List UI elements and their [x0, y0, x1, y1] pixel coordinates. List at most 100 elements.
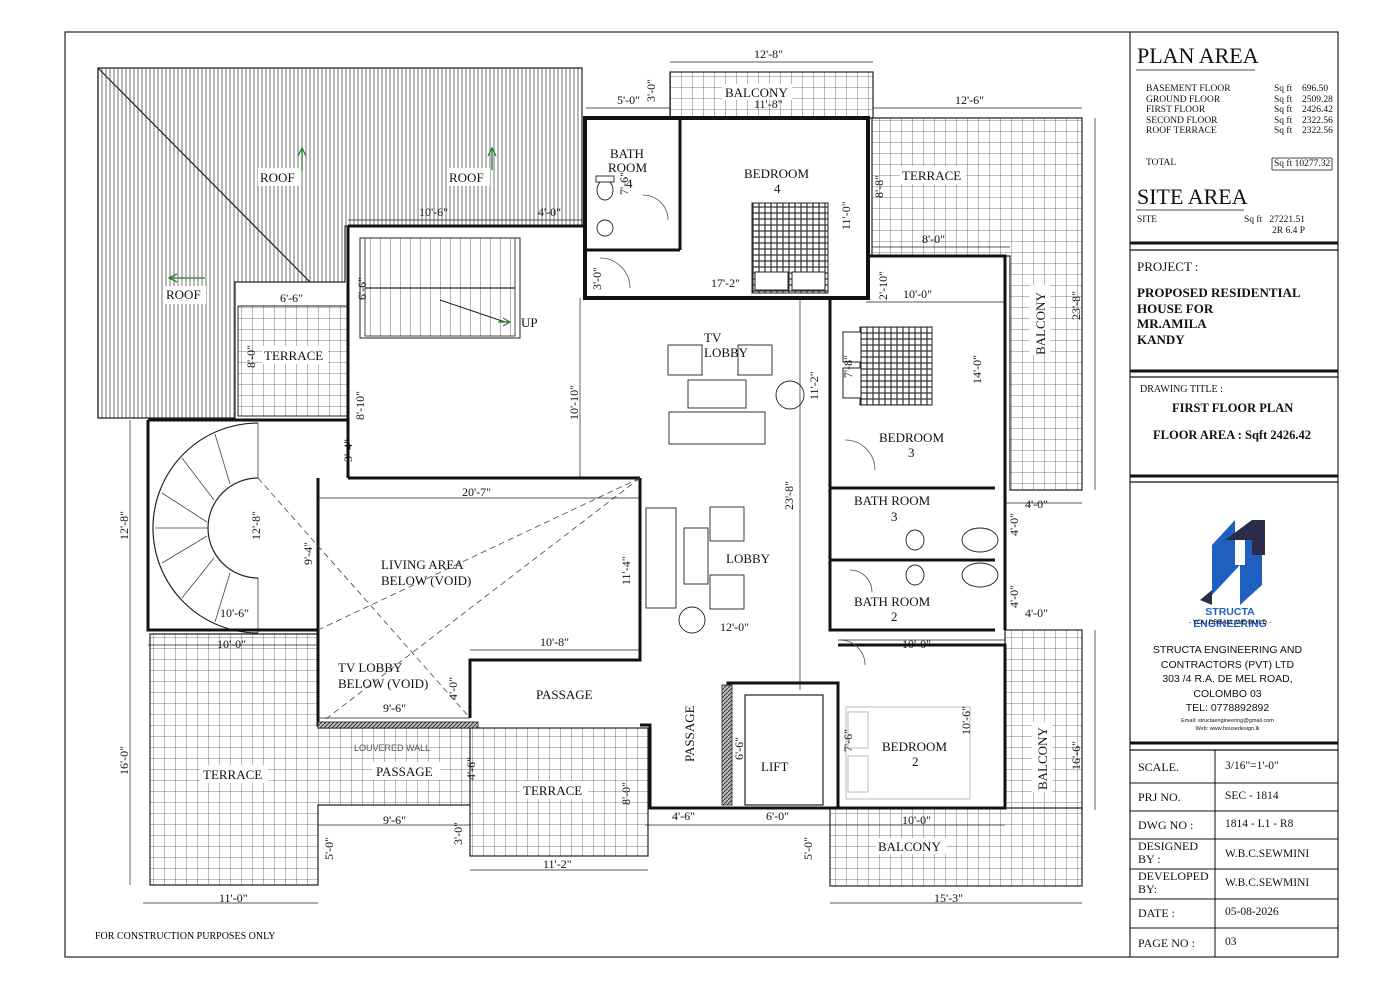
- svg-text:4'-0": 4'-0": [1025, 606, 1048, 620]
- louvered-wall: [317, 721, 479, 729]
- svg-text:2: 2: [912, 754, 919, 769]
- svg-text:UP: UP: [521, 315, 538, 330]
- svg-text:5'-0": 5'-0": [801, 837, 815, 860]
- beds: [751, 202, 971, 800]
- company-email: Email: structaengineering@gmail.com: [1181, 718, 1274, 724]
- svg-text:4'-6": 4'-6": [672, 809, 695, 823]
- svg-text:6'-6": 6'-6": [280, 291, 303, 305]
- balcony-bottom: BALCONY: [829, 807, 1083, 887]
- balcony-right-bottom: BALCONY: [1004, 629, 1083, 811]
- svg-text:11'-2": 11'-2": [807, 371, 821, 400]
- svg-text:TERRACE: TERRACE: [902, 168, 961, 183]
- svg-text:5'-0": 5'-0": [617, 93, 640, 107]
- staircase: UP: [359, 237, 538, 339]
- svg-text:4'-0": 4'-0": [1007, 513, 1021, 536]
- svg-text:12'-8": 12'-8": [117, 511, 131, 540]
- svg-text:12'-0": 12'-0": [720, 620, 749, 634]
- info-developed-value: W.B.C.SEWMINI: [1225, 877, 1310, 889]
- terrace-bottom-left: TERRACE PASSAGE: [149, 633, 481, 886]
- svg-text:10'-0": 10'-0": [902, 637, 931, 651]
- svg-text:16'-0": 16'-0": [117, 746, 131, 775]
- svg-text:11'-0": 11'-0": [839, 201, 853, 230]
- svg-text:17'-2": 17'-2": [711, 276, 740, 290]
- svg-text:BELOW (VOID): BELOW (VOID): [338, 676, 428, 691]
- svg-text:12'-6": 12'-6": [955, 93, 984, 107]
- company-web: Web: www.housedesign.lk: [1195, 726, 1260, 732]
- svg-text:2'-10": 2'-10": [876, 271, 890, 300]
- svg-text:TERRACE: TERRACE: [523, 783, 582, 798]
- svg-text:BATH ROOM: BATH ROOM: [854, 594, 931, 609]
- svg-text:BEDROOM: BEDROOM: [879, 430, 944, 445]
- construction-note: FOR CONSTRUCTION PURPOSES ONLY: [95, 931, 275, 942]
- dimension-lines: [129, 61, 1096, 904]
- svg-text:PASSAGE: PASSAGE: [536, 687, 593, 702]
- svg-text:4'-0": 4'-0": [446, 677, 460, 700]
- svg-text:10'-6": 10'-6": [959, 706, 973, 735]
- svg-text:3: 3: [908, 445, 915, 460]
- svg-text:BEDROOM: BEDROOM: [882, 739, 947, 754]
- svg-text:LOBBY: LOBBY: [726, 551, 771, 566]
- site-value: Sq ft 27221.51: [1244, 215, 1305, 225]
- svg-text:16'-6": 16'-6": [1069, 741, 1083, 770]
- svg-text:4: 4: [626, 176, 633, 191]
- svg-text:14'-0": 14'-0": [970, 355, 984, 384]
- project-name: PROPOSED RESIDENTIAL HOUSE FOR MR.AMILA …: [1137, 285, 1301, 347]
- svg-text:8'-0": 8'-0": [244, 345, 258, 368]
- svg-text:LOBBY: LOBBY: [704, 345, 749, 360]
- svg-text:TERRACE: TERRACE: [203, 767, 262, 782]
- furniture: [645, 344, 805, 634]
- roof-area: ROOF ROOF ROOF: [97, 67, 583, 419]
- svg-text:2: 2: [891, 609, 898, 624]
- roof-label: ROOF: [166, 287, 201, 302]
- spiral-staircase: [152, 422, 259, 634]
- svg-text:9'-4": 9'-4": [301, 542, 315, 565]
- dimension-texts: 12'-8" 3'-0" 5'-0" 11'-8" 12'-6" 7'-6" 8…: [117, 47, 1083, 905]
- svg-text:BALCONY: BALCONY: [725, 85, 788, 100]
- svg-text:BATH ROOM: BATH ROOM: [854, 493, 931, 508]
- svg-text:10'-6": 10'-6": [220, 606, 249, 620]
- svg-text:3: 3: [891, 509, 898, 524]
- total-value: Sq ft 10277.32: [1274, 159, 1331, 169]
- sheet-border: [64, 31, 1339, 958]
- lift-shaft: LIFT: [721, 684, 824, 806]
- svg-text:9'-6": 9'-6": [383, 701, 406, 715]
- info-date-label: DATE :: [1138, 906, 1175, 920]
- svg-text:TERRACE: TERRACE: [264, 348, 323, 363]
- void-lines: [257, 477, 641, 726]
- info-scale-value: 3/16"=1'-0": [1225, 760, 1279, 772]
- info-dwg-label: DWG NO :: [1138, 818, 1194, 832]
- svg-text:7'-8": 7'-8": [841, 355, 855, 378]
- svg-text:4'-6": 4'-6": [464, 757, 478, 780]
- info-date-value: 05-08-2026: [1225, 906, 1279, 918]
- svg-text:4'-0": 4'-0": [538, 205, 561, 219]
- svg-text:3'-4": 3'-4": [341, 439, 355, 462]
- site-label: SITE: [1137, 215, 1158, 225]
- info-designed-label: DESIGNED BY :: [1138, 839, 1198, 866]
- svg-text:23'-8": 23'-8": [782, 481, 796, 510]
- info-page-value: 03: [1225, 936, 1237, 948]
- svg-text:10'-6": 10'-6": [419, 205, 448, 219]
- room-labels: BATH ROOM 4 BEDROOM 4 TV LOBBY BEDROOM 3…: [338, 146, 947, 769]
- svg-text:ROOM: ROOM: [608, 160, 647, 175]
- svg-text:9'-6": 9'-6": [383, 813, 406, 827]
- svg-text:BATH: BATH: [610, 146, 644, 161]
- svg-text:11'-2": 11'-2": [543, 857, 572, 871]
- svg-text:LIVING AREA: LIVING AREA: [381, 557, 464, 572]
- svg-text:6'-6": 6'-6": [355, 277, 369, 300]
- svg-text:LIFT: LIFT: [761, 759, 789, 774]
- info-designed-value: W.B.C.SEWMINI: [1225, 848, 1310, 860]
- site-area-title: SITE AREA: [1137, 184, 1248, 209]
- svg-text:3'-0": 3'-0": [451, 822, 465, 845]
- roof-label: ROOF: [449, 170, 484, 185]
- svg-text:10'-0": 10'-0": [903, 287, 932, 301]
- svg-text:6'-6": 6'-6": [732, 737, 746, 760]
- balcony-top: BALCONY: [669, 71, 874, 119]
- svg-text:BALCONY: BALCONY: [1035, 727, 1050, 790]
- company-info: STRUCTA ENGINEERING AND CONTRACTORS (PVT…: [1152, 644, 1303, 714]
- site-value-2: 2R 6.4 P: [1272, 226, 1305, 236]
- svg-text:12'-8": 12'-8": [249, 511, 263, 540]
- total-label: TOTAL: [1146, 158, 1177, 168]
- svg-text:TV: TV: [704, 330, 722, 345]
- svg-text:10'-10": 10'-10": [567, 385, 581, 420]
